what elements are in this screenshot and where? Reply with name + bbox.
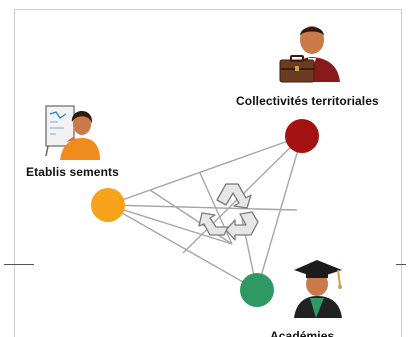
divider-line-left	[4, 264, 34, 265]
label-academies: Académies	[270, 329, 335, 337]
edge-etablissements-right	[107, 204, 298, 211]
graduate-icon	[294, 260, 342, 318]
edge-collectivites-academies	[256, 135, 303, 291]
divider-line-right	[396, 264, 406, 265]
node-academies	[240, 273, 274, 307]
edge-cross-2	[199, 172, 233, 245]
label-etablissements: Etablis sements	[26, 165, 119, 179]
edge-etablissements-mid	[107, 204, 233, 245]
edge-etablissements-academies	[107, 204, 258, 291]
node-etablissements	[91, 188, 125, 222]
recycle-icon	[198, 183, 259, 241]
node-collectivites	[285, 119, 319, 153]
teacher-board-icon	[45, 105, 100, 160]
diagram-frame	[14, 9, 402, 337]
businessman-briefcase-icon	[279, 26, 340, 83]
edge-etablissements-collectivites	[107, 135, 303, 206]
label-collectivites: Collectivités territoriales	[236, 94, 379, 108]
